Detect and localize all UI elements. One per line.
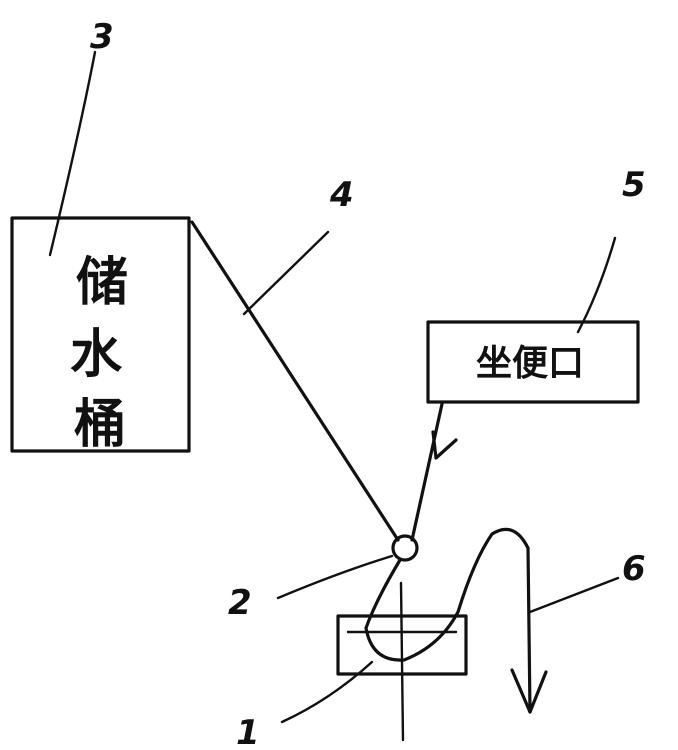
valve-2	[391, 534, 419, 562]
toilet-inlet-rect	[426, 320, 640, 404]
storage-tank-char-1: 储	[76, 253, 128, 313]
flush-arrowhead	[510, 668, 548, 714]
storage-tank: 储 水 桶	[10, 216, 191, 455]
inlet-pipe	[410, 402, 444, 542]
storage-tank-char-3: 桶	[74, 395, 126, 455]
leader-1	[280, 660, 374, 724]
leader-6	[528, 576, 620, 614]
label-3: 3	[90, 17, 114, 57]
flush-pipe-6	[364, 527, 532, 714]
leader-4	[242, 230, 330, 316]
leader-3	[48, 50, 97, 257]
label-2: 2	[228, 583, 252, 623]
label-6: 6	[622, 549, 646, 589]
leader-2	[276, 554, 394, 600]
label-1: 1	[236, 713, 260, 750]
label-5: 5	[622, 165, 646, 205]
pipe-4	[190, 220, 400, 542]
label-4: 4	[329, 175, 354, 215]
toilet-inlet-text: 坐便口	[476, 343, 584, 384]
storage-tank-box	[10, 216, 191, 453]
toilet-inlet-box: 坐便口	[426, 320, 640, 404]
storage-tank-char-2: 水	[70, 325, 123, 385]
inlet-arrowhead	[431, 430, 458, 460]
leader-5	[576, 236, 617, 334]
